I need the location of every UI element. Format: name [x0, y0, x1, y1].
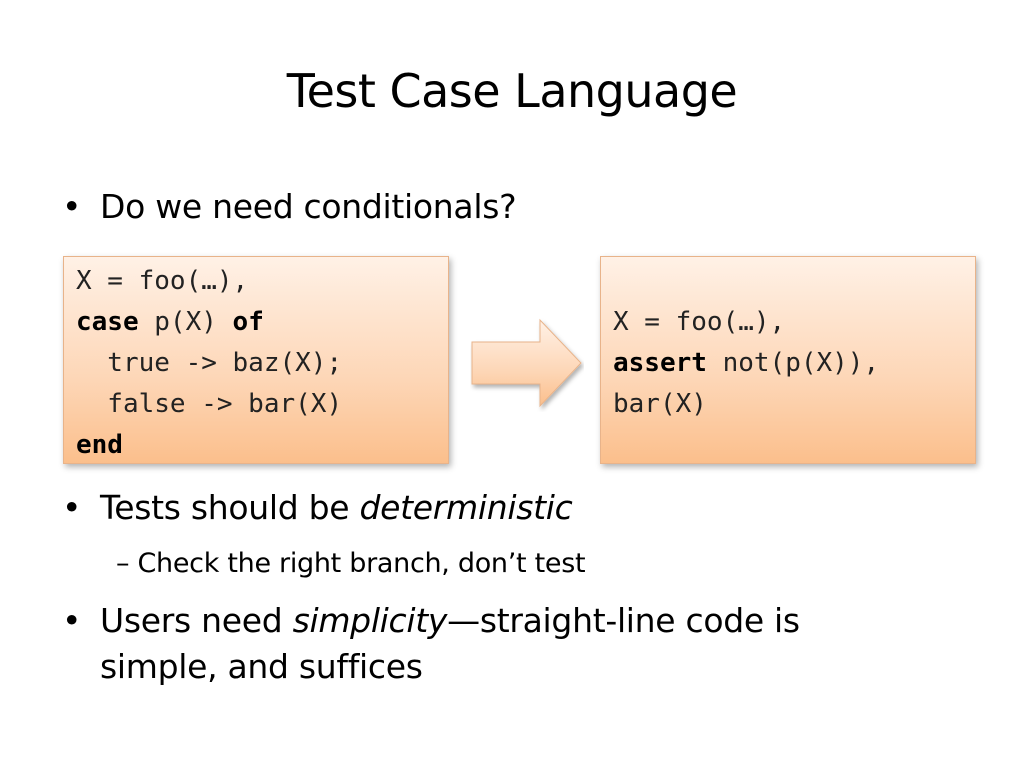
bullet-marker: •: [62, 488, 82, 527]
bullet-text: Do we need conditionals?: [100, 187, 517, 226]
code-line: false -> bar(X): [76, 389, 343, 419]
code-keyword: of: [232, 307, 264, 337]
sub-bullet: – Check the right branch, don’t test: [116, 546, 586, 582]
bullet-conditionals: • Do we need conditionals?: [62, 184, 517, 230]
sub-bullet-text: Check the right branch, don’t test: [137, 548, 586, 579]
bullet-text-plain: Users need: [100, 601, 293, 640]
bullet-simplicity: • Users need simplicity—straight-line co…: [62, 598, 800, 690]
bullet-text-emphasis: deterministic: [359, 488, 573, 527]
bullet-text-emphasis: simplicity: [292, 601, 448, 640]
bullet-text-plain: Tests should be: [100, 488, 360, 527]
code-line: bar(X): [613, 389, 707, 419]
code-line: true -> baz(X);: [76, 348, 343, 378]
code-line: X = foo(…),: [76, 266, 249, 296]
code-line: not(p(X)),: [706, 348, 880, 378]
sub-bullet-marker: –: [116, 548, 130, 579]
code-after-box: X = foo(…), assert not(p(X)), bar(X): [600, 256, 976, 464]
code-keyword: assert: [613, 348, 707, 378]
slide-title: Test Case Language: [286, 64, 738, 118]
code-keyword: end: [76, 430, 123, 460]
bullet-text-plain: —straight-line code is: [447, 601, 800, 640]
bullet-marker: •: [62, 187, 82, 226]
bullet-text: Users need simplicity—straight-line code…: [100, 598, 800, 690]
code-before-box: X = foo(…), case p(X) of true -> baz(X);…: [63, 256, 449, 464]
bullet-text: Tests should be deterministic: [100, 485, 573, 531]
code-line: X = foo(…),: [613, 307, 786, 337]
code-line: p(X): [138, 307, 233, 337]
right-arrow-icon: [471, 318, 582, 408]
bullet-text-continued: simple, and suffices: [100, 647, 423, 686]
bullet-marker: •: [62, 601, 82, 640]
bullet-deterministic: • Tests should be deterministic: [62, 485, 573, 531]
code-keyword: case: [76, 307, 139, 337]
